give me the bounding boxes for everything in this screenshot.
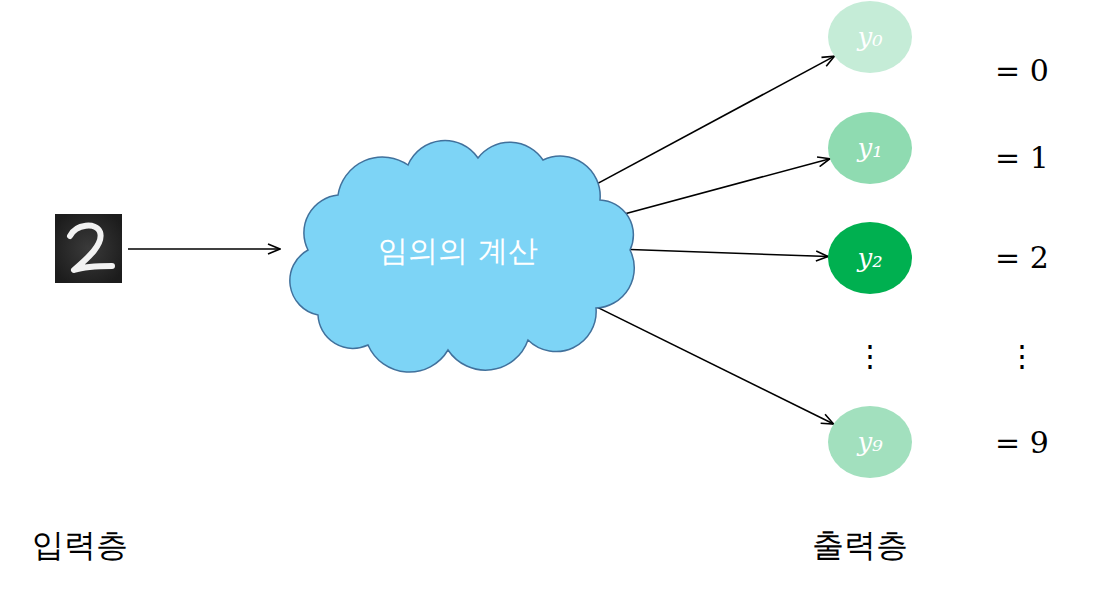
process-cloud: 임의의 계산 [278, 140, 638, 362]
process-label: 임의의 계산 [378, 231, 538, 272]
class-value: = 1 [995, 140, 1049, 175]
digit-stroke [70, 226, 112, 270]
class-value: = 2 [995, 240, 1049, 275]
output-label: y₉ [857, 427, 882, 457]
digit-image [55, 214, 122, 283]
layer-name: 출력층 [812, 524, 908, 568]
class-value: = 9 [995, 425, 1049, 460]
connector-arrow [588, 56, 835, 189]
connector-arrow [573, 295, 833, 424]
cloud-shape [290, 140, 634, 372]
output-node: y₉ [828, 406, 912, 478]
output-label: y₁ [857, 133, 882, 163]
connector-arrow [609, 249, 828, 257]
output-node: y₂ [828, 222, 912, 294]
output-node: y₀ [828, 1, 912, 73]
ellipsis: ⋮ [855, 338, 885, 373]
class-value: = 0 [995, 53, 1049, 88]
ellipsis: ⋮ [1007, 338, 1037, 373]
output-label: y₂ [857, 243, 882, 273]
connector-arrow [602, 159, 830, 220]
layer-name: 입력층 [32, 524, 128, 568]
input-arrow [128, 248, 280, 250]
output-label: y₀ [857, 22, 882, 52]
output-node: y₁ [828, 112, 912, 184]
